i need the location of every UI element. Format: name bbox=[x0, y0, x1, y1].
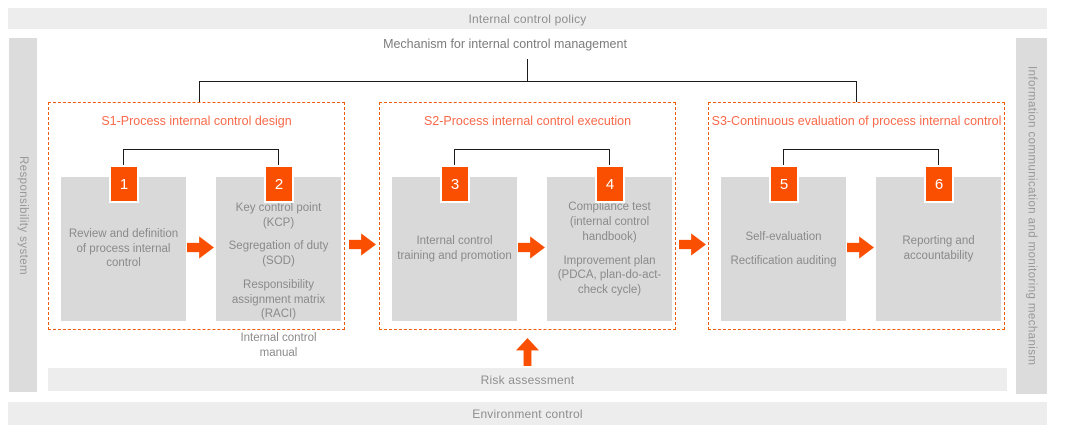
group-s3: S3-Continuous evaluation of process inte… bbox=[708, 102, 1005, 330]
arrow-right-icon bbox=[679, 233, 706, 256]
s1-step-connector-drop-1 bbox=[123, 149, 124, 166]
arrow-right-icon bbox=[847, 236, 874, 259]
s3-step-connector-drop-1 bbox=[783, 149, 784, 166]
step-2-number-badge: 2 bbox=[264, 165, 294, 203]
s2-step-connector-drop-2 bbox=[609, 149, 610, 166]
step-4-text: Improvement plan (PDCA, plan-do-act-chec… bbox=[557, 254, 662, 296]
s1-step-connector bbox=[123, 149, 279, 150]
group-s2-title: S2-Process internal control execution bbox=[423, 114, 632, 128]
s2-step-connector bbox=[454, 149, 610, 150]
step-2-card: Key control point (KCP) Segregation of d… bbox=[216, 177, 341, 359]
step-2-text: Segregation of duty (SOD) bbox=[228, 240, 329, 268]
step-6-text: Reporting and accountability bbox=[902, 235, 975, 262]
step-6-number-badge: 6 bbox=[924, 165, 954, 203]
step-1-text: Review and definition of process interna… bbox=[68, 227, 179, 270]
arrow-right-icon bbox=[187, 236, 214, 259]
step-4-number-badge: 4 bbox=[595, 165, 625, 203]
step-5-number-badge: 5 bbox=[769, 165, 799, 203]
connector-drop-right bbox=[856, 81, 857, 103]
s3-step-connector-drop-2 bbox=[938, 149, 939, 166]
s2-step-connector-drop-1 bbox=[454, 149, 455, 166]
connector-drop-left bbox=[199, 81, 200, 103]
environment-control-label: Environment control bbox=[472, 406, 583, 421]
step-2-text: Internal control manual bbox=[240, 332, 317, 359]
connector-branch bbox=[199, 81, 857, 82]
internal-control-policy-label: Internal control policy bbox=[468, 11, 587, 26]
step-1-number-badge: 1 bbox=[109, 165, 139, 203]
risk-assessment-label: Risk assessment bbox=[480, 372, 575, 387]
arrow-up-icon bbox=[516, 338, 539, 366]
step-3-number-badge: 3 bbox=[440, 165, 470, 203]
group-s2: S2-Process internal control execution 3 … bbox=[379, 102, 676, 330]
step-5-text: Self-evaluation bbox=[745, 230, 822, 243]
environment-control-bar: Environment control bbox=[8, 402, 1047, 425]
mechanism-heading: Mechanism for internal control managemen… bbox=[383, 37, 627, 51]
arrow-right-icon bbox=[518, 236, 545, 259]
information-communication-label: Information communication and monitoring… bbox=[1025, 66, 1038, 366]
group-s1: S1-Process internal control design 1 2 R… bbox=[48, 102, 345, 359]
s1-step-connector-drop-2 bbox=[278, 149, 279, 166]
responsibility-system-bar: Responsibility system bbox=[9, 38, 37, 392]
step-4-text: Compliance test (internal control handbo… bbox=[568, 201, 651, 243]
step-5-text: Rectification auditing bbox=[730, 254, 837, 267]
step-3-text: Internal control training and promotion bbox=[397, 235, 512, 262]
group-s3-title: S3-Continuous evaluation of process inte… bbox=[711, 114, 1002, 128]
responsibility-system-label: Responsibility system bbox=[17, 155, 29, 275]
connector-stem bbox=[527, 59, 528, 82]
risk-assessment-bar: Risk assessment bbox=[48, 368, 1007, 391]
information-communication-bar: Information communication and monitoring… bbox=[1016, 38, 1047, 394]
s3-step-connector bbox=[783, 149, 939, 150]
group-s1-title: S1-Process internal control design bbox=[101, 114, 292, 128]
step-2-text: Key control point (KCP) bbox=[235, 202, 322, 229]
arrow-right-icon bbox=[349, 233, 376, 256]
step-2-text: Responsibility assignment matrix (RACI) bbox=[231, 278, 326, 321]
internal-control-policy-bar: Internal control policy bbox=[8, 8, 1047, 29]
